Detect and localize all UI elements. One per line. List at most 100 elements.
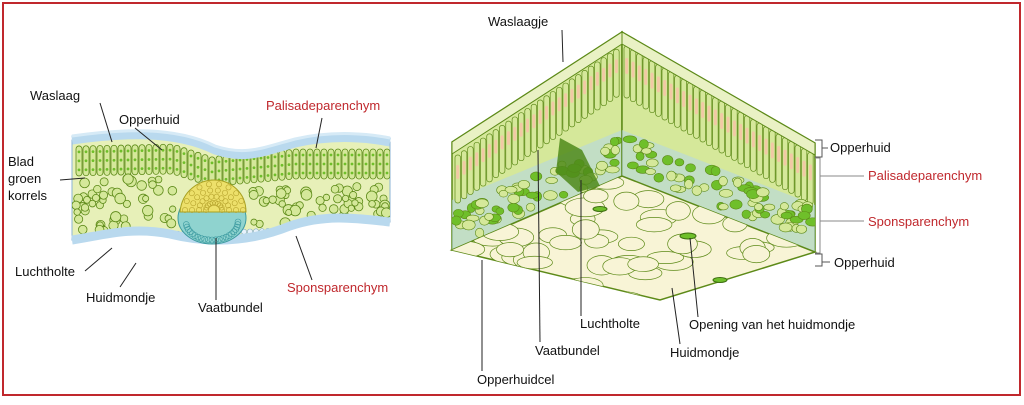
spongy-cell bbox=[262, 197, 270, 205]
chloroplast bbox=[245, 175, 249, 179]
chloroplast bbox=[357, 171, 361, 175]
vacuole bbox=[720, 113, 724, 129]
label-vaatbundel: Vaatbundel bbox=[198, 300, 263, 315]
xylem-cell bbox=[218, 204, 225, 211]
chloroplast bbox=[98, 159, 102, 162]
chloroplast bbox=[294, 171, 298, 175]
chloroplast bbox=[175, 149, 179, 153]
phloem-cell bbox=[208, 236, 216, 244]
chloroplast bbox=[336, 171, 340, 175]
chloroplast bbox=[126, 149, 130, 153]
spongy-cell bbox=[498, 190, 509, 198]
spongy-cell bbox=[622, 135, 638, 144]
epidermis-cell bbox=[613, 191, 640, 211]
spongy-cell bbox=[600, 146, 611, 156]
chloroplast bbox=[140, 149, 144, 153]
epidermis-cell bbox=[571, 219, 600, 240]
vacuole bbox=[468, 156, 472, 171]
chloroplast bbox=[308, 153, 312, 157]
palisade-cell bbox=[594, 61, 601, 111]
xylem-cell bbox=[222, 198, 229, 205]
phloem-cell bbox=[204, 236, 212, 244]
spongy-cell bbox=[627, 161, 639, 170]
chloroplast bbox=[301, 153, 305, 157]
spongy-cell bbox=[248, 190, 259, 200]
palisade-cell bbox=[568, 78, 576, 128]
spongy-cell bbox=[653, 173, 664, 183]
chloroplast bbox=[77, 150, 81, 154]
chloroplast bbox=[280, 172, 284, 176]
chloroplast bbox=[105, 149, 109, 153]
spongy-cell bbox=[507, 193, 521, 204]
chloroplast bbox=[294, 153, 298, 157]
chloroplast bbox=[259, 156, 263, 160]
epidermis-cell bbox=[627, 256, 659, 272]
spongy-cell bbox=[525, 202, 536, 212]
phloem-cell bbox=[219, 235, 227, 242]
spongy-cell bbox=[495, 207, 505, 215]
chloroplast bbox=[385, 162, 389, 166]
spongy-cell bbox=[795, 224, 807, 234]
phloem-cell bbox=[234, 221, 242, 228]
spongy-cell bbox=[278, 200, 286, 208]
palisade-cell bbox=[524, 108, 531, 157]
chloroplast bbox=[196, 156, 200, 160]
vacuole bbox=[564, 93, 568, 108]
vacuole bbox=[802, 160, 806, 177]
chloroplast bbox=[252, 166, 256, 170]
chloroplast bbox=[231, 159, 235, 163]
vacuole bbox=[783, 149, 787, 166]
chloroplast bbox=[259, 174, 263, 178]
xylem-cell bbox=[226, 207, 232, 213]
vacuole bbox=[758, 135, 762, 151]
spongy-cell bbox=[778, 222, 793, 233]
label-opperhuid-top: Opperhuid bbox=[830, 140, 891, 155]
chloroplast bbox=[203, 168, 207, 172]
xylem-cell bbox=[196, 207, 202, 213]
spongy-cell bbox=[763, 203, 776, 211]
spongy-cell bbox=[754, 203, 764, 211]
label-palisadeparenchym-block: Palisadeparenchym bbox=[868, 168, 982, 183]
xylem-cell bbox=[212, 200, 219, 206]
vacuole bbox=[532, 114, 536, 129]
chloroplast bbox=[175, 158, 179, 162]
epidermis-cell bbox=[742, 245, 771, 264]
vacuole bbox=[608, 63, 612, 78]
label-blad: Blad bbox=[8, 154, 34, 169]
chloroplast bbox=[336, 162, 340, 166]
chloroplast bbox=[343, 153, 347, 157]
vacuole bbox=[519, 122, 523, 137]
chloroplast bbox=[266, 174, 270, 177]
xylem-cell bbox=[194, 194, 201, 201]
vacuole bbox=[513, 126, 517, 141]
vascular-bundle-xylem bbox=[179, 179, 247, 213]
chloroplast bbox=[371, 171, 375, 175]
phloem-cell bbox=[201, 235, 208, 243]
palisade-cell bbox=[486, 133, 493, 183]
chloroplast bbox=[147, 167, 151, 170]
spongy-cell bbox=[368, 200, 376, 208]
spongy-cell bbox=[166, 218, 177, 229]
vacuole bbox=[764, 138, 768, 155]
spongy-cell bbox=[691, 185, 702, 196]
label-korrels: korrels bbox=[8, 188, 48, 203]
spongy-cell bbox=[645, 168, 656, 175]
spongy-cell bbox=[670, 184, 682, 192]
spongy-cell bbox=[710, 166, 721, 176]
chloroplast bbox=[168, 166, 172, 170]
spongy-cell bbox=[635, 151, 645, 161]
label-opening-huidmondje: Opening van het huidmondje bbox=[689, 317, 855, 332]
spongy-cell bbox=[543, 190, 558, 201]
spongy-cell bbox=[641, 147, 652, 155]
phloem-cell bbox=[182, 221, 190, 228]
cross-section-labels: Waslaag Opperhuid Palisadeparenchym Blad… bbox=[8, 88, 388, 315]
palisade-cell bbox=[600, 57, 607, 107]
spongy-cell bbox=[756, 187, 770, 198]
spongy-cell bbox=[99, 190, 109, 200]
label-waslaagje: Waslaagje bbox=[488, 14, 548, 29]
spongy-cell bbox=[352, 182, 362, 192]
upper-wax-layer bbox=[71, 129, 391, 153]
chloroplast bbox=[315, 171, 319, 175]
chloroplast bbox=[322, 171, 326, 175]
spongy-cell bbox=[526, 191, 539, 199]
